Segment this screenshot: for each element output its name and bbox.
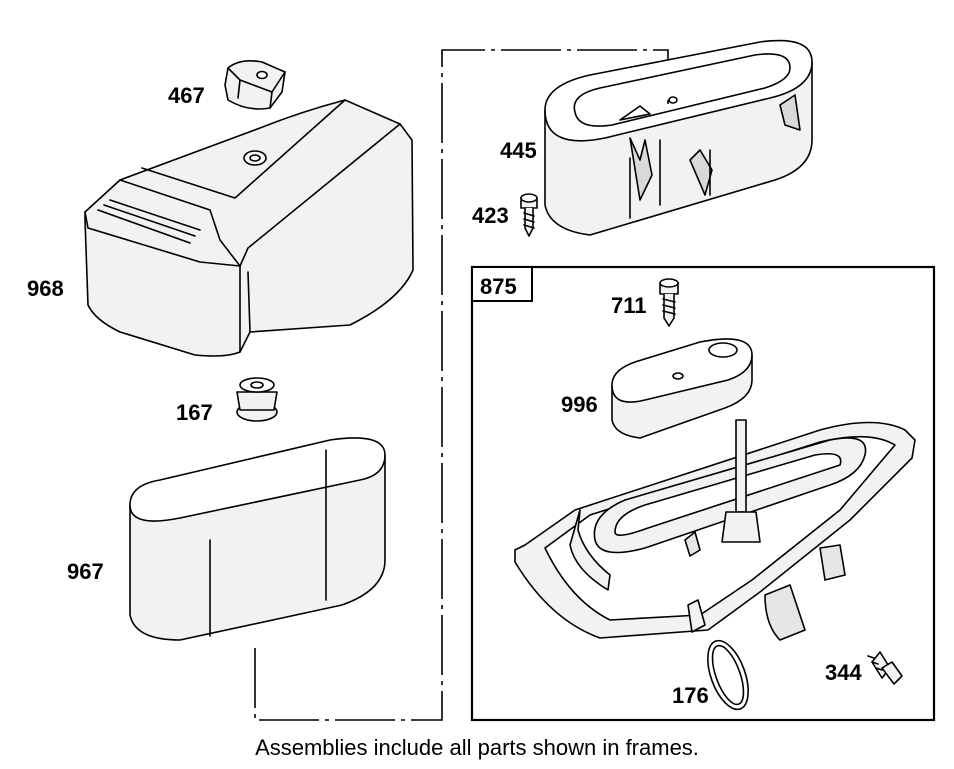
connector-line — [254, 49, 669, 721]
footer-note: Assemblies include all parts shown in fr… — [255, 735, 699, 760]
part-711-screw[interactable] — [659, 278, 679, 327]
part-467-knob[interactable] — [224, 60, 286, 110]
part-423-screw[interactable] — [520, 193, 538, 237]
part-344-screw[interactable] — [867, 651, 903, 685]
frame-number-875: 875 — [480, 274, 517, 299]
frame-label-box — [471, 266, 533, 302]
part-176-oring[interactable] — [700, 635, 757, 714]
part-number-968: 968 — [27, 276, 64, 301]
part-number-176: 176 — [672, 683, 709, 708]
part-445-filter[interactable] — [544, 39, 813, 236]
part-number-344: 344 — [825, 660, 862, 685]
part-number-996: 996 — [561, 392, 598, 417]
part-base[interactable] — [514, 419, 916, 641]
part-number-423: 423 — [472, 203, 509, 228]
part-167-grommet[interactable] — [236, 377, 278, 422]
part-number-467: 467 — [168, 83, 205, 108]
part-number-711: 711 — [611, 293, 647, 318]
part-996-plate[interactable] — [611, 338, 753, 439]
part-967-precleaner[interactable] — [129, 437, 386, 641]
part-number-445: 445 — [500, 138, 537, 163]
part-number-167: 167 — [176, 400, 213, 425]
part-number-967: 967 — [67, 559, 104, 584]
assembly-frame-875 — [470, 265, 936, 722]
part-968-cover[interactable] — [84, 99, 414, 357]
